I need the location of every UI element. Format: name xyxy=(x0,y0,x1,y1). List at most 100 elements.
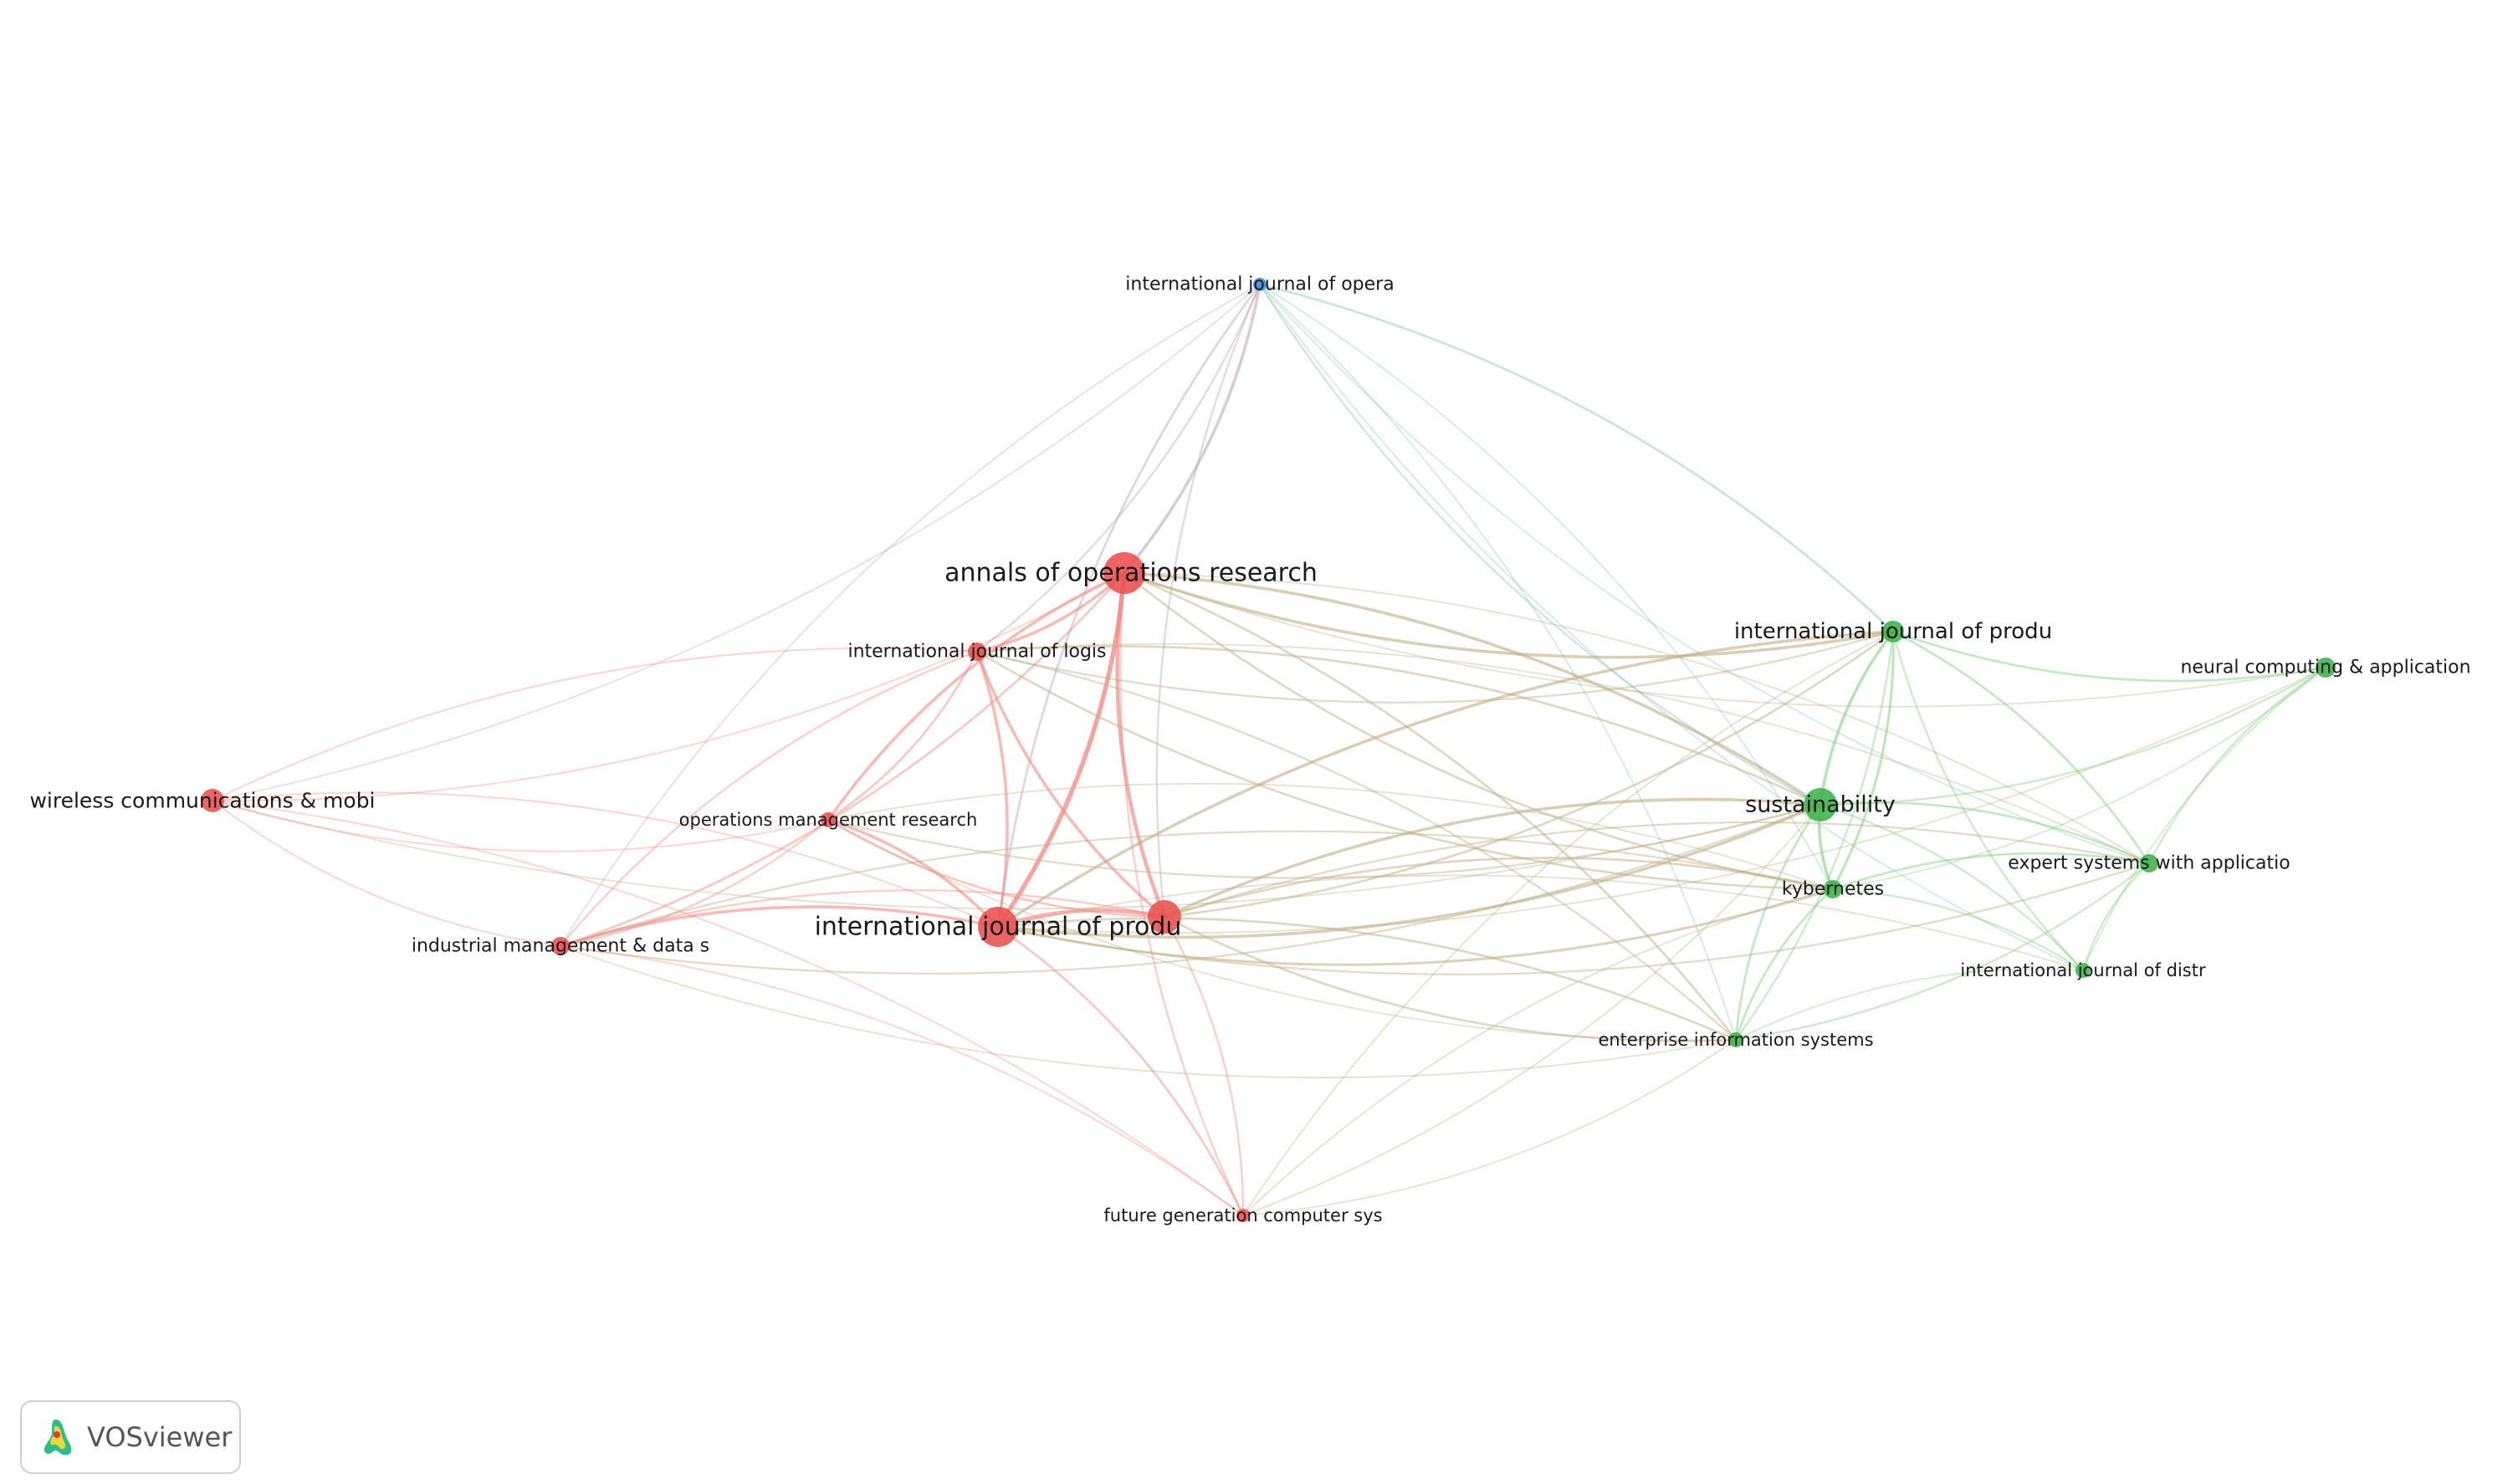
link-unl-kyb xyxy=(1164,857,1834,919)
node-omr[interactable] xyxy=(821,812,836,827)
node-kyb[interactable] xyxy=(1824,880,1842,898)
link-unl-esa xyxy=(1164,821,2150,919)
node-sus[interactable] xyxy=(1804,788,1837,821)
link-eis-ijd xyxy=(1735,968,2084,1041)
link-aor-eis xyxy=(1123,571,1738,1041)
node-label-esa: expert systems with applicatio xyxy=(2008,853,2290,874)
node-imd[interactable] xyxy=(551,937,570,955)
link-fgc-ijp2 xyxy=(1242,631,1894,1216)
node-label-kyb: kybernetes xyxy=(1782,879,1884,900)
link-omr-imd xyxy=(560,819,829,948)
link-ijl-ijp2 xyxy=(976,630,1894,704)
link-ijl-esa xyxy=(976,642,2150,864)
node-label-imd: industrial management & data s xyxy=(412,936,709,957)
link-ijp1-eis xyxy=(997,917,1737,1041)
link-iop-eis xyxy=(1259,284,1737,1041)
link-ijl-eis xyxy=(976,650,1737,1041)
link-ijp1-kyb xyxy=(997,888,1834,966)
node-esa[interactable] xyxy=(2140,854,2158,872)
link-wcm-aor xyxy=(212,572,1125,802)
link-ijp1-ijd xyxy=(997,874,2084,971)
link-imd-eis xyxy=(560,945,1737,1079)
link-fgc-eis xyxy=(1242,1039,1737,1216)
node-eis[interactable] xyxy=(1728,1032,1743,1047)
link-omr-unl xyxy=(827,818,1165,919)
node-label-iop: international journal of opera xyxy=(1125,274,1394,295)
node-fgc[interactable] xyxy=(1236,1209,1250,1222)
link-omr-sus xyxy=(827,803,1821,879)
node-ijl[interactable] xyxy=(968,642,986,661)
link-wcm-fgc xyxy=(212,800,1244,1216)
link-ijl-kyb xyxy=(976,650,1834,891)
link-imd-fgc xyxy=(560,945,1244,1216)
link-ijp2-sus xyxy=(1819,630,1895,806)
link-ijp1-imd xyxy=(560,905,999,948)
link-wcm-imd xyxy=(212,800,561,947)
link-aor-ijp1 xyxy=(995,572,1127,929)
node-unl[interactable] xyxy=(1148,900,1181,934)
node-ijp1[interactable] xyxy=(978,907,1018,947)
link-iop-unl xyxy=(1155,284,1262,918)
link-aor-sus xyxy=(1123,571,1821,806)
network-nodes xyxy=(201,278,2336,1222)
link-ijl-unl xyxy=(975,651,1166,919)
link-esa-ncp xyxy=(2147,667,2326,864)
link-ijp2-ijd xyxy=(1891,631,2084,971)
link-wcm-sus xyxy=(212,800,1821,910)
node-wcm[interactable] xyxy=(201,789,224,812)
vosviewer-logo-icon xyxy=(44,1419,72,1456)
link-sus-ncp xyxy=(1819,667,2326,806)
link-sus-ijd xyxy=(1819,803,2084,971)
node-aor[interactable] xyxy=(1103,552,1145,594)
node-ijp2[interactable] xyxy=(1882,621,1904,642)
link-iop-imd xyxy=(560,284,1261,947)
node-iop[interactable] xyxy=(1253,278,1267,291)
node-label-ijl: international journal of logis xyxy=(847,642,1106,663)
link-unl-sus xyxy=(1164,797,1821,919)
link-kyb-ijd xyxy=(1832,888,2084,971)
link-omr-kyb xyxy=(827,782,1834,890)
link-iop-sus xyxy=(1259,284,1821,806)
link-iop-ijp1 xyxy=(996,284,1262,928)
link-ijp2-esa xyxy=(1892,630,2151,864)
node-label-wcm: wireless communications & mobi xyxy=(29,789,375,813)
node-ncp[interactable] xyxy=(2316,658,2336,678)
link-unl-imd xyxy=(560,889,1165,948)
link-aor-kyb xyxy=(1123,571,1834,891)
link-fgc-sus xyxy=(1242,804,1821,1216)
link-unl-fgc xyxy=(1163,916,1245,1216)
link-iop-ijl xyxy=(976,284,1262,652)
link-ncp-ijd xyxy=(2082,667,2326,971)
link-ijp1-fgc xyxy=(997,925,1245,1216)
link-aor-imd xyxy=(560,572,1126,948)
network-links xyxy=(212,283,2326,1216)
node-label-aor: annals of operations research xyxy=(944,559,1318,588)
link-iop-kyb xyxy=(1259,284,1834,890)
link-ijl-omr xyxy=(827,651,979,821)
link-omr-eis xyxy=(827,819,1737,1041)
link-wcm-omr xyxy=(212,800,829,852)
node-label-ncp: neural computing & application xyxy=(2180,658,2470,678)
link-unl-eis xyxy=(1164,915,1737,1042)
link-sus-eis xyxy=(1734,804,1822,1041)
node-label-omr: operations management research xyxy=(679,810,978,830)
link-wcm-ijl xyxy=(212,647,978,801)
link-kyb-eis xyxy=(1734,888,1834,1041)
link-esa-eis xyxy=(1735,862,2150,1041)
link-aor-unl xyxy=(1115,572,1167,918)
link-kyb-esa xyxy=(1832,852,2150,891)
node-ijd[interactable] xyxy=(2075,963,2091,978)
link-aor-ijp2 xyxy=(1123,571,1894,659)
link-imd-sus xyxy=(560,803,1821,975)
link-iop-ijd xyxy=(1259,284,2084,971)
link-ijp2-kyb xyxy=(1831,631,1895,890)
link-aor-omr xyxy=(827,571,1125,821)
node-label-ijd: international journal of distr xyxy=(1960,960,2206,980)
link-imd-kyb xyxy=(560,830,1834,948)
link-ijp1-ijp2 xyxy=(997,630,1894,929)
link-wcm-ijp1 xyxy=(212,791,999,928)
link-ijl-imd xyxy=(560,650,978,947)
link-ijp2-eis xyxy=(1735,631,1895,1041)
link-ijp1-unl xyxy=(997,908,1165,929)
link-ijp2-ncp xyxy=(1892,630,2326,683)
